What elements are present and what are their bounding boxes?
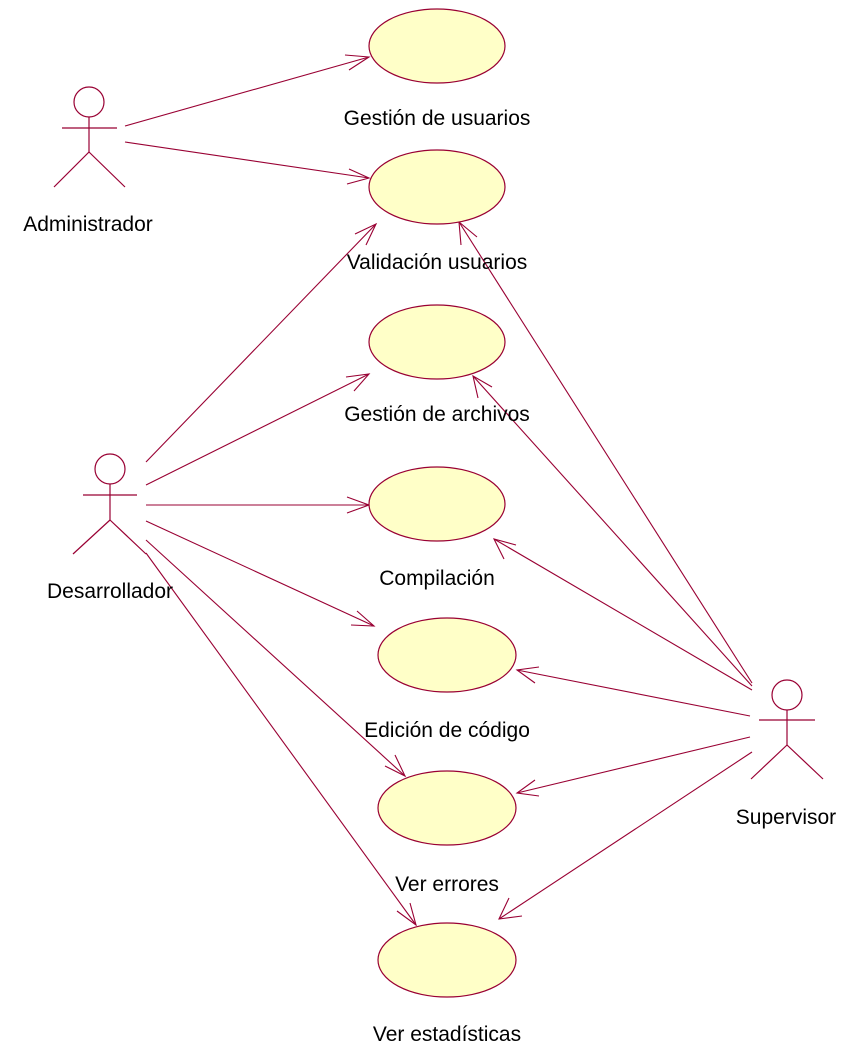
stick-figure-icon [53,86,126,188]
assoc-sup-gestion-archivos [472,375,753,687]
use-case-ellipse [377,922,517,998]
arrowhead-icon [344,54,371,71]
arrowhead-icon [384,754,407,778]
arrowhead-icon [472,374,493,399]
assoc-sup-ver-errores [516,736,751,794]
arrowhead-icon [515,666,540,684]
use-case-label: Edición de código [364,719,530,742]
actor-desarrollador[interactable]: Desarrollador [47,453,173,603]
use-case-label: Gestión de archivos [344,403,530,426]
assoc-admin-validacion-usuarios [124,141,370,179]
arrowhead-icon [515,779,540,797]
arrowhead-icon [492,538,517,560]
assoc-admin-gestion-usuarios [124,56,370,127]
use-case-ellipse [368,466,506,542]
assoc-sup-edicion-codigo [516,669,751,717]
arrowhead-icon [396,902,417,927]
arrowhead-icon [345,373,371,392]
use-case-edicion-codigo[interactable]: Edición de código [364,617,530,742]
use-case-label: Validación usuarios [347,251,528,274]
stick-figure-icon [750,679,824,780]
assoc-sup-validacion-usuarios [458,221,753,684]
use-case-validacion-usuarios[interactable]: Validación usuarios [347,149,528,274]
associations [124,54,753,927]
use-case-ellipse [368,304,506,380]
use-case-compilacion[interactable]: Compilación [368,466,506,590]
use-case-ellipse [368,8,506,84]
use-case-ellipse [368,149,506,225]
actor-administrador[interactable]: Administrador [23,86,153,236]
stick-figure-icon [72,453,147,555]
use-case-ellipse [377,617,517,693]
assoc-dev-ver-estadisticas [145,552,417,926]
use-case-ver-errores[interactable]: Ver errores [377,770,517,896]
use-case-label: Ver estadísticas [373,1023,521,1046]
use-case-ver-estadisticas[interactable]: Ver estadísticas [373,922,521,1046]
arrowhead-icon [354,222,378,246]
actor-label: Administrador [23,213,153,236]
actor-label: Desarrollador [47,580,173,603]
use-case-gestion-archivos[interactable]: Gestión de archivos [344,304,530,426]
use-case-gestion-usuarios[interactable]: Gestión de usuarios [344,8,531,130]
assoc-dev-validacion-usuarios [145,223,377,463]
actor-supervisor[interactable]: Supervisor [736,679,836,829]
assoc-sup-compilacion [493,538,753,691]
assoc-dev-ver-errores [145,539,406,777]
assoc-dev-gestion-archivos [145,373,370,486]
arrowhead-icon [350,610,376,627]
arrowhead-icon [498,897,523,920]
use-case-label: Compilación [379,567,495,590]
actor-label: Supervisor [736,806,836,829]
use-case-label: Gestión de usuarios [344,107,531,130]
assoc-sup-ver-estadisticas [498,751,753,920]
use-case-label: Ver errores [395,873,499,896]
assoc-dev-edicion-codigo [145,520,375,627]
arrowhead-icon [346,168,371,185]
use-case-ellipse [377,770,517,846]
